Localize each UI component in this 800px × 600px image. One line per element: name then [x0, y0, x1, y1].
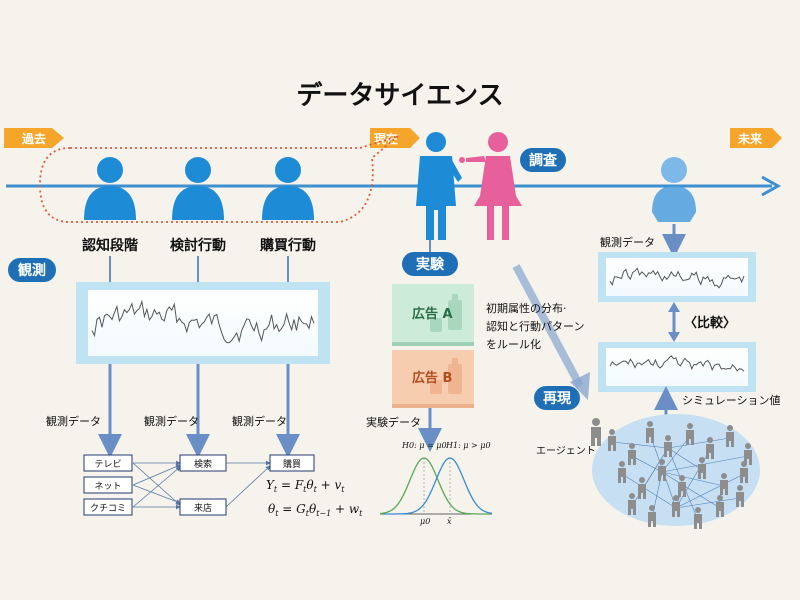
model-node-visit-label: 来店	[194, 502, 212, 514]
agent-icon	[736, 485, 744, 507]
experiment-data-label: 実験データ	[366, 415, 421, 429]
model-node-purchase: 購買	[269, 454, 315, 472]
simulated-series	[609, 355, 745, 372]
timeline-arrowhead	[761, 175, 782, 197]
agent-icon	[646, 421, 654, 443]
present-surveyor-pink	[459, 132, 522, 240]
future-observed-label: 観測データ	[600, 235, 655, 249]
null-distribution-curve	[379, 457, 490, 515]
stage-purchase-label: 購買行動	[259, 237, 316, 254]
ad-a-label: 広告 A	[412, 306, 453, 322]
model-node-wom-label: クチコミ	[90, 503, 126, 514]
h1-label: H1: μ > μ0	[445, 441, 491, 450]
observation-series	[91, 299, 315, 344]
model-node-net-label: ネット	[94, 481, 121, 492]
simulated-chart-area	[606, 348, 748, 386]
page-title: データサイエンス	[296, 80, 503, 111]
past-customer-icon	[172, 157, 224, 220]
agent-icon	[658, 459, 666, 481]
present-customer-blue	[416, 132, 462, 240]
model-node-search-label: 検索	[194, 458, 212, 470]
observation-data-label-1: 観測データ	[46, 414, 101, 428]
ad-a-panel: 広告 A	[392, 284, 474, 346]
mu0-label: μ0	[420, 517, 430, 526]
h0-label: H0: μ = μ0	[401, 441, 447, 450]
agent-icon	[698, 457, 706, 479]
observation-data-label-3: 観測データ	[232, 414, 287, 428]
rule-line-1: 初期属性の分布·	[486, 301, 567, 315]
agent-icon	[726, 425, 734, 447]
flag-past: 過去	[4, 128, 64, 148]
agent-icon	[638, 477, 646, 499]
alt-distribution-curve	[384, 457, 493, 515]
flag-past-label: 過去	[21, 131, 46, 146]
agent-icon	[628, 443, 636, 465]
hypothesis-test-chart: H0: μ = μ0 H1: μ > μ0 μ0 x̄	[379, 441, 493, 526]
model-node-tv-label: テレビ	[94, 459, 121, 470]
rule-arrow-head	[570, 372, 590, 400]
agent-icon	[678, 475, 686, 497]
past-customer-icon	[262, 157, 314, 220]
compare-label: 〈比較〉	[684, 315, 736, 331]
agent-icon	[672, 495, 680, 517]
ad-b-panel: 広告 B	[392, 350, 474, 408]
agent-icon	[720, 473, 728, 495]
agent-icon	[694, 507, 702, 529]
observation-badge	[8, 258, 56, 282]
stage-awareness-label: 認知段階	[82, 237, 138, 254]
model-node-wom: クチコミ	[83, 498, 133, 516]
flag-present-label: 現在	[374, 131, 398, 146]
agent-icon	[608, 429, 616, 451]
xbar-label: x̄	[447, 517, 452, 526]
observation-label: 観測	[18, 262, 46, 279]
survey-badge	[520, 148, 566, 172]
agent-icon	[740, 461, 748, 483]
compare-arrow-down	[668, 332, 680, 342]
rule-arrow-shaft	[512, 264, 584, 388]
future-customer	[652, 157, 696, 222]
survey-label: 調査	[529, 152, 558, 169]
model-node-tv: テレビ	[83, 454, 133, 472]
model-node-net: ネット	[83, 476, 133, 494]
agent-icon	[648, 505, 656, 527]
model-node-visit: 来店	[179, 498, 227, 516]
equation-state: θt = Gtθt−1 + wt	[268, 502, 363, 518]
equation-observation: Yt = Ftθt + vt	[266, 478, 345, 494]
agent-example-icon	[591, 418, 601, 446]
experiment-label: 実験	[416, 256, 445, 273]
agent-icon	[628, 493, 636, 515]
agent-icon	[706, 437, 714, 459]
observed-chart-area	[606, 258, 748, 296]
flag-future: 未来	[730, 128, 782, 148]
compare-arrow-up	[668, 302, 680, 312]
experiment-badge	[402, 252, 458, 276]
reproduce-label: 再現	[543, 391, 571, 407]
agent-icon	[686, 423, 694, 445]
past-customer-icon	[84, 157, 136, 220]
model-network	[132, 460, 271, 510]
reproduce-badge	[534, 386, 580, 410]
model-node-purchase-label: 購買	[283, 458, 301, 470]
rule-line-3: をルール化	[486, 337, 541, 351]
agent-icon	[618, 461, 626, 483]
rule-line-2: 認知と行動パターン	[486, 319, 584, 333]
agent-icon	[664, 435, 672, 457]
flag-present: 現在	[370, 128, 420, 148]
flag-future-label: 未来	[737, 131, 763, 146]
model-node-search: 検索	[179, 454, 227, 472]
observed-series	[609, 267, 745, 289]
agent-icon	[716, 495, 724, 517]
stage-consideration-label: 検討行動	[170, 237, 226, 254]
past-bubble	[39, 135, 399, 223]
agent-label: エージェント	[536, 446, 596, 457]
ad-b-label: 広告 B	[412, 370, 452, 386]
observation-data-label-2: 観測データ	[144, 414, 199, 428]
simulation-value-label: シミュレーション値	[682, 394, 781, 407]
